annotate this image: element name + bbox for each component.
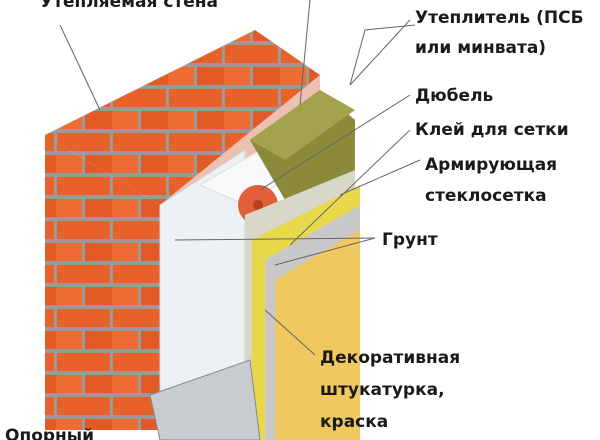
label-plaster-line2: штукатурка, xyxy=(320,380,445,400)
support-profile xyxy=(149,359,261,440)
label-primer: Грунт xyxy=(382,230,438,250)
label-support: Опорный xyxy=(5,426,95,440)
label-mesh-line1: Армирующая xyxy=(425,155,558,175)
label-plaster-line1: Декоративная xyxy=(320,348,461,368)
label-wall: Утепляемая стена xyxy=(40,0,219,12)
label-insulation-line2: или минвата) xyxy=(415,38,547,58)
brick-wall-top xyxy=(45,30,320,205)
label-dowel: Дюбель xyxy=(415,86,494,106)
leader-lines xyxy=(59,0,421,356)
mineral-wool-top xyxy=(250,90,355,160)
label-mesh-glue: Клей для сетки xyxy=(415,120,569,140)
foam-board xyxy=(159,149,246,440)
label-insulation-line1: Утеплитель (ПСБ xyxy=(415,8,584,28)
brick-wall-front xyxy=(45,135,160,430)
label-plaster-line3: краска xyxy=(320,412,389,432)
decorative-plaster xyxy=(275,230,360,440)
label-mesh-line2: стеклосетка xyxy=(425,186,547,206)
